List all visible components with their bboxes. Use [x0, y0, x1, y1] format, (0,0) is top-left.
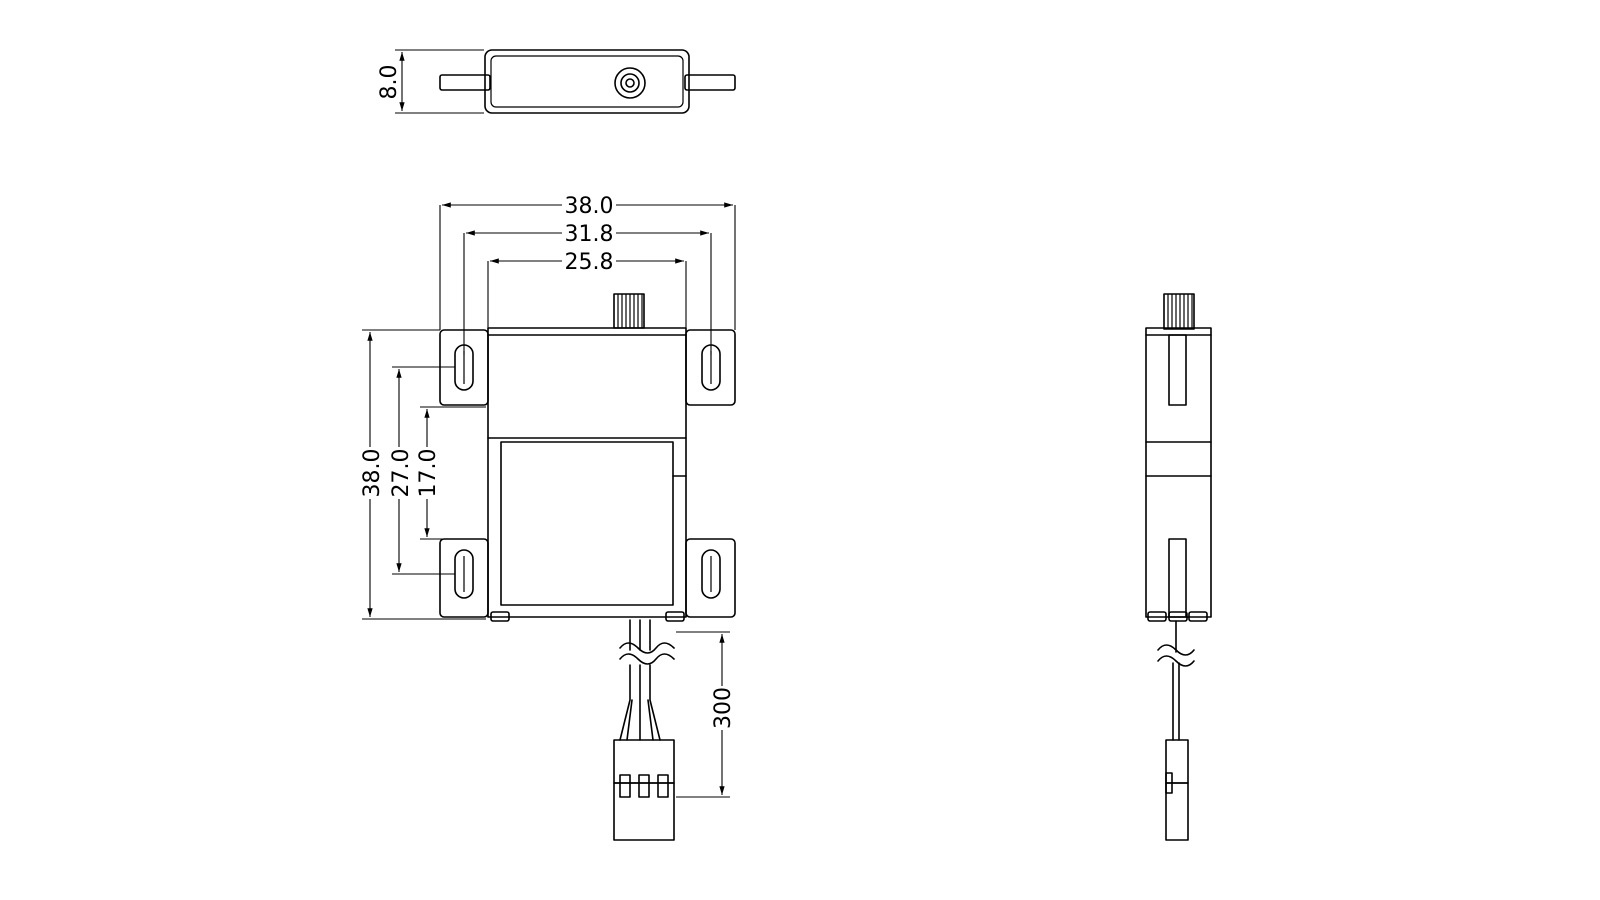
dim-overall-height-label: 38.0: [360, 449, 385, 498]
side-tab-top: [1168, 334, 1187, 406]
top-body-inner: [490, 55, 684, 108]
dim-body-width-label: 25.8: [565, 250, 614, 275]
front-view: 38.0 31.8 25.8: [360, 190, 736, 841]
front-connector: [613, 739, 675, 841]
front-foot-right: [665, 611, 685, 622]
front-slot-top-right: [701, 344, 721, 391]
dim-hole-spacing-label: 31.8: [565, 222, 614, 247]
side-foot-left: [1147, 611, 1167, 622]
dim-overall-width-label: 38.0: [565, 194, 614, 219]
top-shaft-mid: [620, 73, 640, 93]
front-spline-teeth: [617, 294, 643, 328]
side-output-spline: [1163, 293, 1195, 330]
top-right-tab: [684, 74, 736, 91]
front-inner-panel: [500, 441, 674, 606]
top-left-tab: [439, 74, 491, 91]
top-view: 8.0: [377, 49, 736, 114]
dim-cable-length-label: 300: [711, 687, 736, 729]
side-foot-mid: [1168, 611, 1188, 622]
side-foot-right: [1188, 611, 1208, 622]
front-foot-left: [490, 611, 510, 622]
side-connector: [1165, 739, 1189, 841]
side-spline-teeth: [1167, 294, 1193, 329]
side-cable: [1157, 620, 1195, 741]
front-body: [487, 327, 687, 618]
top-shaft-outer: [614, 67, 646, 99]
top-shaft-center: [625, 78, 635, 88]
side-tab-bottom: [1168, 538, 1187, 618]
side-view: [1145, 293, 1212, 841]
dim-tab-spacing-inner-label: 17.0: [416, 449, 441, 498]
top-body-outer: [484, 49, 690, 114]
front-slot-bottom-right: [701, 549, 721, 599]
front-cable: [619, 619, 675, 741]
dim-top-thickness-label: 8.0: [377, 65, 402, 100]
dim-tab-spacing-outer-label: 27.0: [389, 449, 414, 498]
side-body: [1145, 327, 1212, 618]
